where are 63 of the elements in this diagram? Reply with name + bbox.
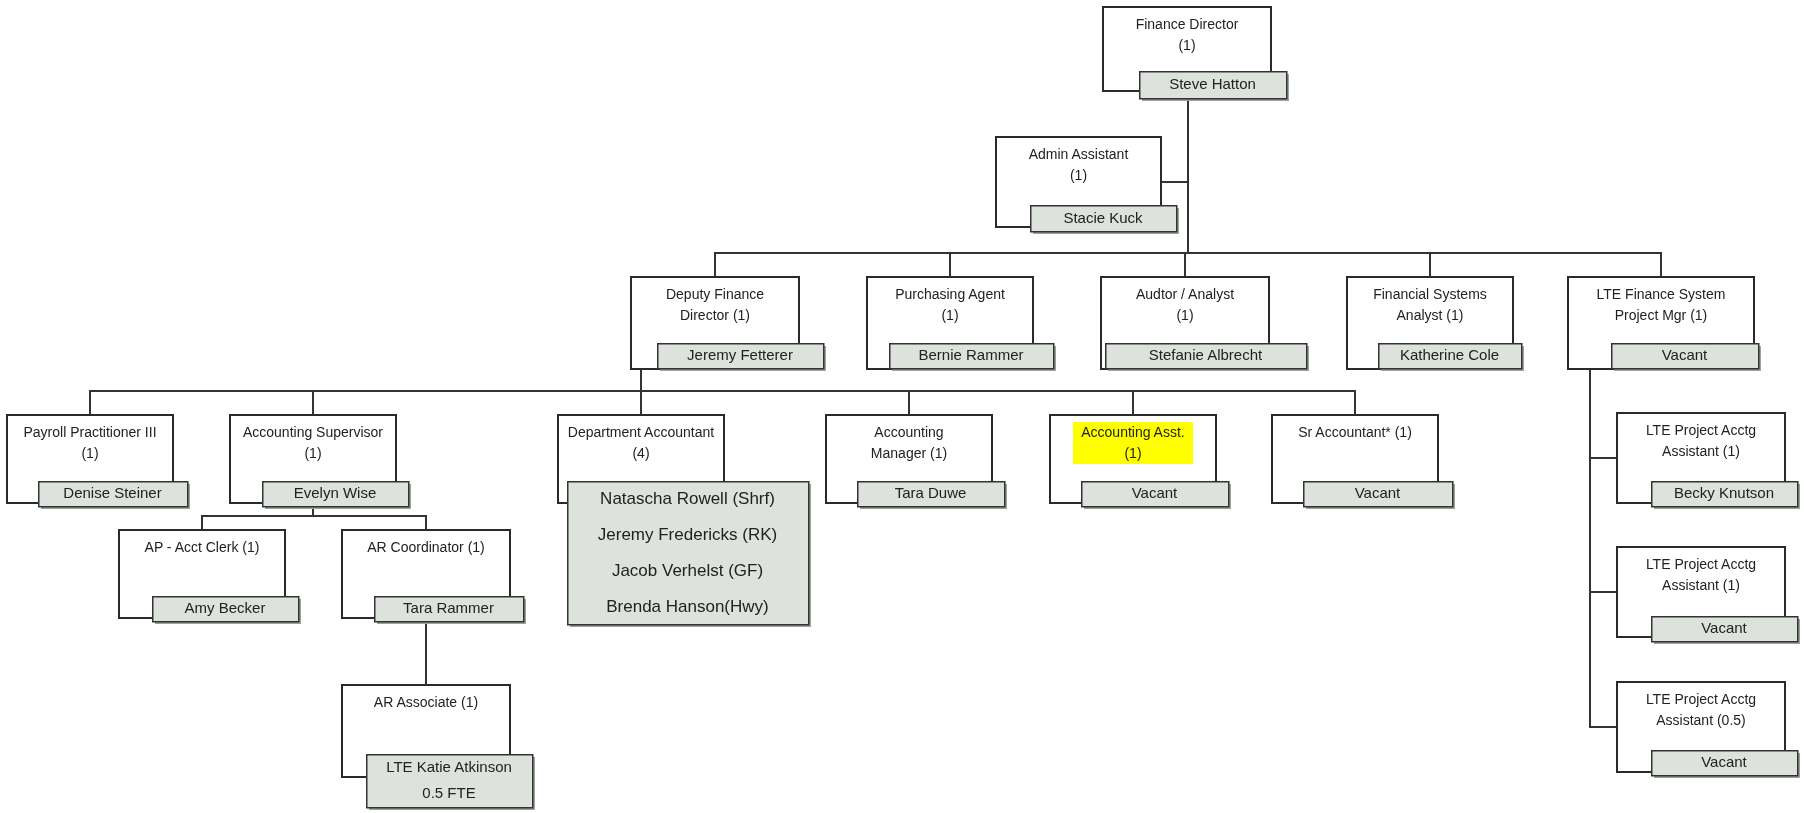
position-box: [630, 276, 826, 371]
position-box: [866, 276, 1056, 371]
employee-name: Vacant: [1701, 753, 1747, 772]
position-box: [1346, 276, 1524, 371]
position-title: Accounting Supervisor (1): [241, 423, 385, 463]
position-title: Finance Director (1): [1134, 15, 1240, 55]
connector-line: [312, 508, 427, 530]
employee-name: Becky Knutson: [1673, 484, 1775, 503]
employee-name: Jacob Verhelst (GF): [611, 559, 764, 581]
position-title: Audtor / Analyst (1): [1134, 285, 1236, 325]
position-box: [6, 414, 190, 509]
employee-name: Amy Becker: [184, 599, 266, 618]
position-title: AP - Acct Clerk (1): [144, 538, 260, 557]
employee-name: Jeremy Fredericks (RK): [597, 524, 778, 546]
position-box: [1616, 681, 1800, 778]
position-title: Payroll Practitioner III (1): [22, 423, 158, 463]
position-title: Accounting Asst. (1): [1073, 422, 1193, 464]
position-box: [1100, 276, 1309, 371]
position-title: AR Associate (1): [373, 693, 479, 712]
position-title: AR Coordinator (1): [367, 538, 485, 557]
position-box: [557, 414, 811, 627]
position-box: [341, 529, 526, 624]
position-title: LTE Project Acctg Assistant (1): [1644, 555, 1758, 595]
position-title: LTE Project Acctg Assistant (1): [1644, 421, 1758, 461]
employee-name: Tara Duwe: [894, 484, 967, 503]
employee-name: Katherine Cole: [1399, 346, 1500, 365]
employee-name: 0.5 FTE: [422, 784, 476, 804]
position-box: [1271, 414, 1455, 509]
position-box: [118, 529, 301, 624]
position-box: [1049, 414, 1231, 509]
position-box: [341, 684, 535, 810]
position-box: [1616, 412, 1800, 509]
position-title: Purchasing Agent (1): [894, 285, 1006, 325]
employee-name: Stacie Kuck: [1063, 208, 1143, 228]
employee-name: Vacant: [1354, 484, 1401, 503]
employee-name: Tara Rammer: [403, 599, 494, 618]
position-box: [1102, 6, 1289, 101]
position-title: LTE Project Acctg Assistant (0.5): [1644, 690, 1758, 730]
employee-name: Natascha Rowell (Shrf): [600, 488, 775, 510]
position-box: [229, 414, 411, 509]
position-box: [825, 414, 1007, 509]
employee-name: Bernie Rammer: [918, 346, 1024, 365]
connector-line: [425, 623, 427, 685]
position-box: [1567, 276, 1761, 371]
employee-name: Denise Steiner: [63, 484, 162, 503]
position-title: Admin Assistant (1): [1027, 145, 1130, 185]
position-title: Accounting Manager (1): [869, 423, 949, 463]
position-box: [995, 136, 1179, 234]
employee-name: Vacant: [1131, 484, 1178, 503]
position-title: Sr Accountant* (1): [1298, 423, 1412, 442]
position-title: LTE Finance System Project Mgr (1): [1595, 285, 1727, 325]
employee-name: Evelyn Wise: [293, 484, 377, 503]
employee-name: LTE Katie Atkinson: [386, 757, 512, 777]
employee-name: Steve Hatton: [1169, 75, 1256, 94]
employee-name: Stefanie Albrecht: [1148, 346, 1263, 365]
employee-name: Jeremy Fetterer: [687, 346, 793, 365]
position-title: Financial Systems Analyst (1): [1372, 285, 1488, 325]
position-title: Deputy Finance Director (1): [664, 285, 766, 325]
position-title: Department Accountant (4): [566, 423, 716, 463]
employee-name: Vacant: [1701, 619, 1747, 638]
position-box: [1616, 546, 1800, 644]
employee-name: Brenda Hanson(Hwy): [606, 595, 769, 617]
employee-name: Vacant: [1661, 346, 1708, 365]
